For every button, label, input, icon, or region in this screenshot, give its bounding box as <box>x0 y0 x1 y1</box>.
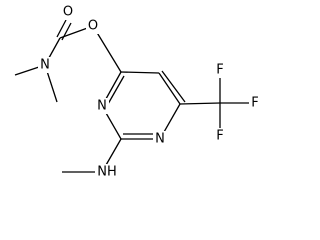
ester-oxygen-atom: O <box>86 18 100 34</box>
amine-group-atom: NH <box>95 164 117 180</box>
ester-oxygen-label: O <box>88 19 98 34</box>
ring-nitrogen-3-atom: N <box>95 98 109 114</box>
fluorine-bottom-atom: F <box>214 128 226 144</box>
carbamate-nitrogen-label: N <box>40 58 50 73</box>
carbamate-nitrogen-atom: N <box>38 57 52 73</box>
fluorine-right-label: F <box>251 96 258 111</box>
bond-c5-c6-double <box>161 70 186 103</box>
carbonyl-oxygen-atom: O <box>61 4 75 20</box>
bond-carbonyl-c-o-double-a <box>56 19 67 38</box>
bond-c5-c6 <box>158 72 181 105</box>
ring-nitrogen-1-atom: N <box>153 131 167 147</box>
atom-labels: O O N N N NH F F <box>38 4 261 180</box>
fluorine-top-atom: F <box>214 62 226 78</box>
ring-nitrogen-3-label: N <box>97 99 107 114</box>
amine-group-label: NH <box>97 165 117 180</box>
ring-nitrogen-1-label: N <box>155 132 165 147</box>
molecule-structure: O O N N N NH F F <box>14 4 261 180</box>
bonds <box>14 19 250 173</box>
fluorine-bottom-label: F <box>216 129 223 144</box>
fluorine-right-atom: F <box>249 95 261 111</box>
fluorine-top-label: F <box>216 63 223 78</box>
bond-n3-c4-double <box>107 75 125 105</box>
bond-c6-cf3 <box>179 102 221 105</box>
bond-c4-c5 <box>120 71 160 74</box>
carbonyl-oxygen-label: O <box>63 5 73 20</box>
